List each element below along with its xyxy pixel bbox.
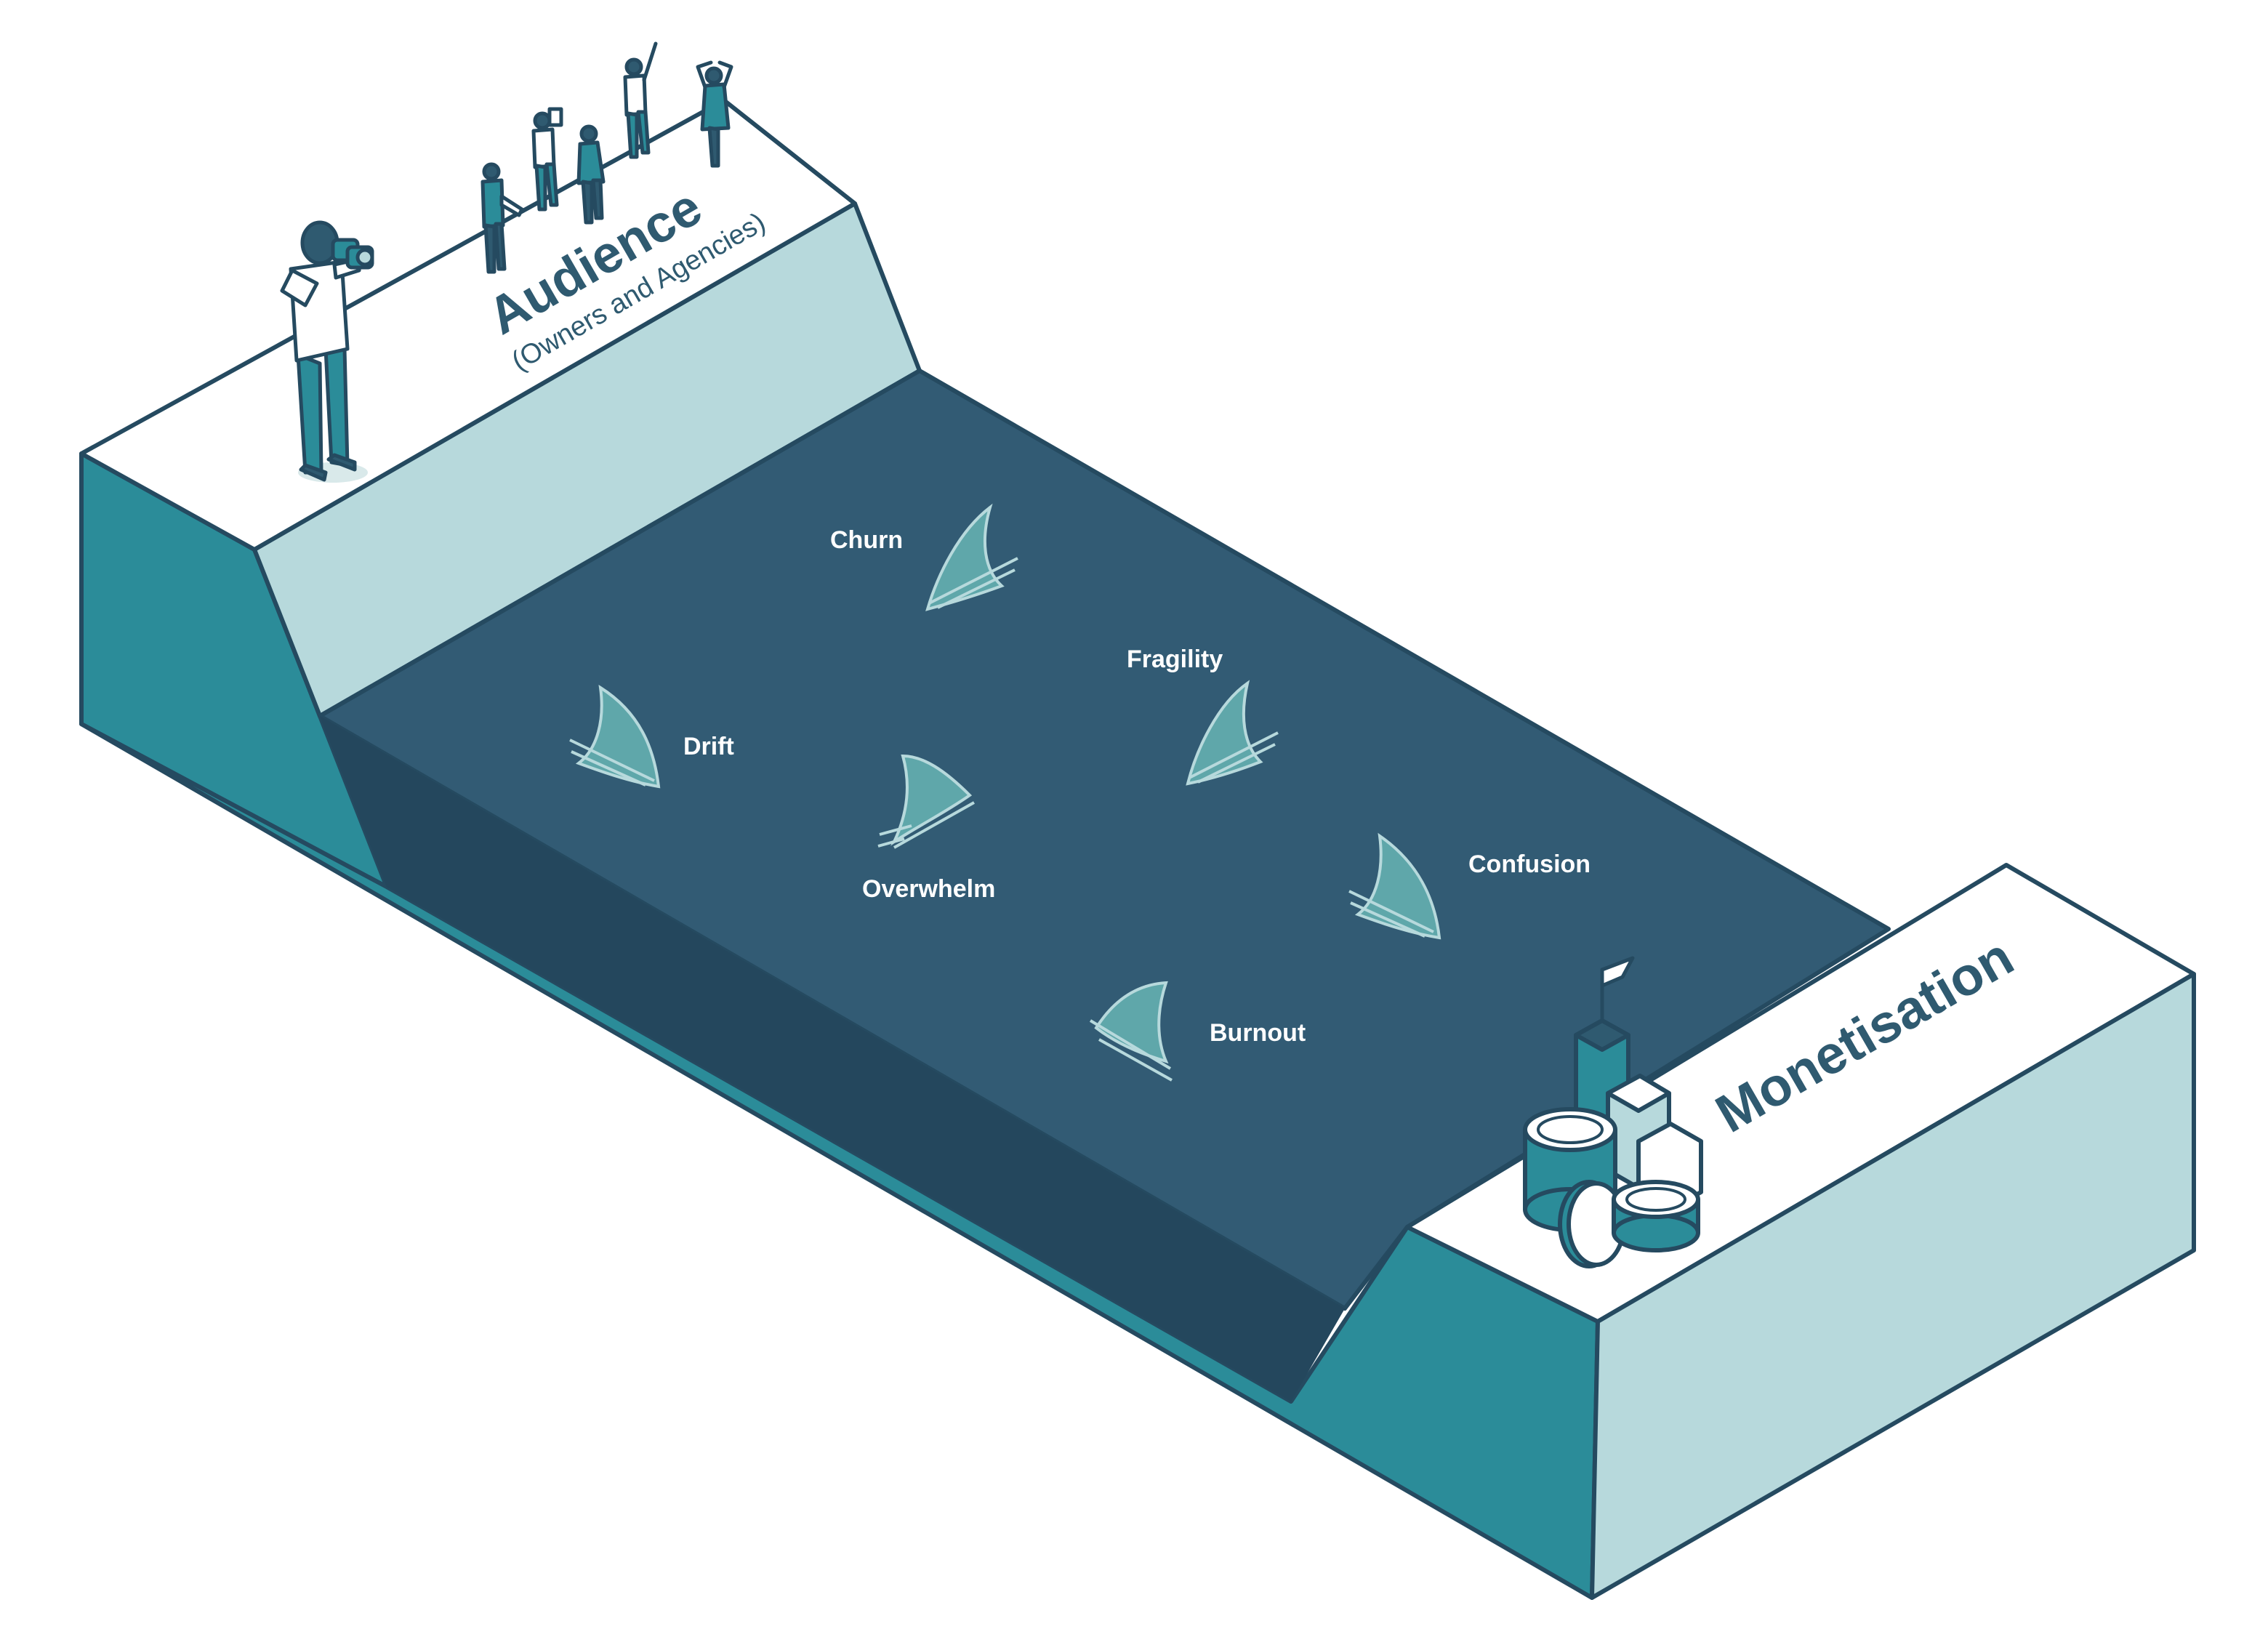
- hazard-burnout: Burnout: [1089, 981, 1306, 1082]
- crowd-person-icon: [480, 162, 524, 274]
- shark-fin-icon: [569, 685, 661, 789]
- hazard-drift: Drift: [569, 685, 734, 789]
- hazard-label-confusion: Confusion: [1468, 850, 1591, 878]
- crowd-person-icon: [696, 60, 733, 168]
- shark-fin-icon: [1089, 981, 1173, 1082]
- crowd-of-people-icon: [480, 41, 733, 274]
- hazard-confusion: Confusion: [1348, 832, 1591, 940]
- hazard-label-churn: Churn: [830, 526, 903, 554]
- left-bank: [79, 98, 922, 889]
- coin-stack-icon: [1523, 1107, 1700, 1268]
- crowd-person-icon: [623, 41, 658, 159]
- hazard-churn: Churn: [830, 503, 1018, 611]
- hazard-overwhelm: Overwhelm: [862, 754, 995, 903]
- shark-fin-icon: [1186, 680, 1279, 786]
- shark-fin-icon: [925, 503, 1018, 611]
- crowd-person-icon: [576, 124, 606, 225]
- person-with-binoculars-icon: [280, 220, 374, 483]
- shark-fin-icon: [1348, 832, 1441, 940]
- crowd-person-icon: [531, 107, 563, 212]
- hazard-label-overwhelm: Overwhelm: [862, 875, 995, 903]
- hazard-label-drift: Drift: [683, 733, 734, 760]
- shark-fin-icon: [877, 754, 975, 849]
- flag-icon: [1600, 956, 1635, 1023]
- hazard-label-burnout: Burnout: [1210, 1019, 1306, 1047]
- hazard-fragility: Fragility: [1127, 645, 1279, 786]
- hazard-label-fragility: Fragility: [1127, 645, 1223, 673]
- river: [79, 369, 1891, 1600]
